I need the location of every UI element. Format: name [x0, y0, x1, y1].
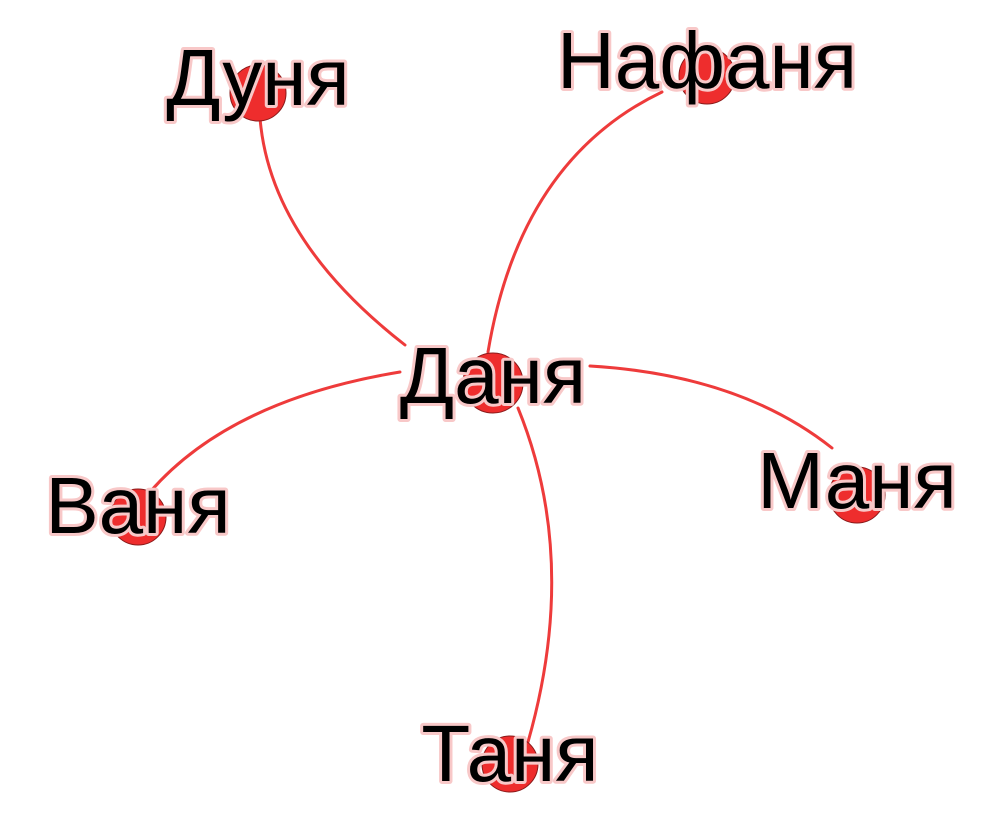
nodes-layer [109, 47, 886, 793]
node-label-halo-tanya: Таня [421, 709, 598, 798]
edge-center-nafanya [486, 90, 664, 354]
edges-layer [148, 90, 834, 744]
node-label-vanya: Ваня [45, 461, 230, 550]
node-label-halo-center: Даня [400, 331, 586, 420]
node-center [462, 352, 524, 414]
node-label-halo-vanya: Ваня [45, 461, 230, 550]
node-manya [828, 466, 886, 524]
node-label-halo-dunya: Дуня [166, 33, 349, 122]
node-label-dunya: Дуня [166, 33, 349, 122]
edge-center-manya [588, 364, 834, 450]
edge-center-dunya [258, 116, 407, 347]
node-label-center: Даня [400, 331, 586, 420]
edge-center-vanya [148, 370, 402, 494]
node-label-halo-nafanya: Нафаня [557, 16, 857, 105]
node-tanya [481, 735, 539, 793]
node-label-nafanya: Нафаня [557, 16, 857, 105]
node-nafanya [678, 47, 736, 105]
node-vanya [109, 488, 167, 546]
node-label-manya: Маня [757, 436, 957, 525]
node-label-tanya: Таня [421, 709, 598, 798]
edge-center-tanya [516, 406, 554, 744]
node-label-halo-manya: Маня [757, 436, 957, 525]
node-dunya [229, 64, 287, 122]
